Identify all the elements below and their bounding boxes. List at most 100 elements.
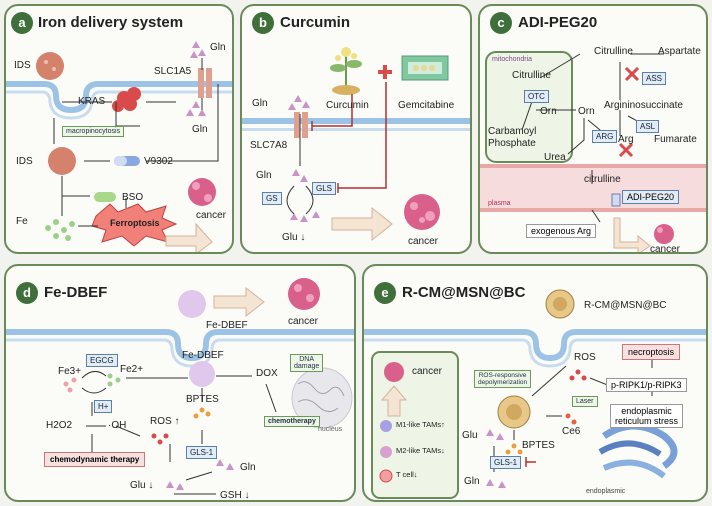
slc7a8-transporter xyxy=(294,112,300,138)
ferroptosis-label: Ferroptosis xyxy=(110,218,160,228)
slc1a5-transporter xyxy=(198,68,204,98)
m2-tam-icon xyxy=(380,446,392,458)
asl-box: ASL xyxy=(636,120,660,133)
citrulline-mito: Citrulline xyxy=(512,70,551,81)
panel-a-title: Iron delivery system xyxy=(38,14,184,31)
aspartate-label: Aspartate xyxy=(658,46,701,57)
fumarate-label: Fumarate xyxy=(654,134,697,145)
kras-protein xyxy=(112,87,141,112)
fe2-label: Fe2+ xyxy=(120,364,144,375)
fe-dbef-particle-top xyxy=(178,290,206,318)
citrulline-top: Citrulline xyxy=(594,46,633,57)
ce6-dots xyxy=(565,413,577,425)
gls1-box-d: GLS-1 xyxy=(186,446,218,459)
argininosuccinate-label: Argininosuccinate xyxy=(604,100,683,111)
bso-capsule xyxy=(94,192,116,202)
slc7a8-label: SLC7A8 xyxy=(250,140,288,151)
glu-label-d: Glu ↓ xyxy=(130,480,154,491)
fe2-dots xyxy=(107,373,121,387)
m1-label: M1-like TAMs↑ xyxy=(396,420,445,429)
panel-c-graphics xyxy=(480,51,706,252)
arg-enzyme-box: ARG xyxy=(592,130,618,143)
depoly-line1: ROS-responsive xyxy=(478,372,527,379)
dox-label: DOX xyxy=(256,368,278,379)
cancer-label-b: cancer xyxy=(408,236,439,247)
bptes-label-e: BPTES xyxy=(522,440,555,451)
gln-label-mid: Gln xyxy=(192,124,208,135)
curcumin-label: Curcumin xyxy=(326,100,369,111)
ros-dots-e xyxy=(569,369,587,381)
panel-b-title: Curcumin xyxy=(280,14,351,31)
panel-e-graphics xyxy=(364,289,706,499)
mitochondria-compartment xyxy=(485,51,573,163)
panel-a-badge: a xyxy=(11,12,33,34)
curcumin-plant xyxy=(330,47,362,95)
cancer-cell-a xyxy=(188,178,216,206)
mitochondria-label: mitochondria xyxy=(492,56,533,63)
panel-d-title: Fe-DBEF xyxy=(44,284,108,301)
tcell-label: T cell↓ xyxy=(396,470,418,479)
panel-a-graphics xyxy=(6,41,232,252)
gsh-label: GSH ↓ xyxy=(220,490,250,501)
cancer-label-c: cancer xyxy=(650,244,681,254)
ids-label-mid: IDS xyxy=(16,156,33,167)
fe-label: Fe xyxy=(16,216,28,227)
panel-b-graphics xyxy=(242,47,470,242)
chemodynamic-box: chemodynamic therapy xyxy=(44,452,146,467)
cancer-cell-d xyxy=(288,278,320,310)
er-stress-box: endoplasmic reticulum stress xyxy=(610,404,684,428)
cancer-label-a: cancer xyxy=(196,210,227,221)
ros-dots xyxy=(151,433,169,445)
gs-box: GS xyxy=(262,192,282,205)
dna-damage-line2: damage xyxy=(294,363,320,370)
dna-damage-line1: DNA xyxy=(299,356,315,363)
cancer-label-e: cancer xyxy=(412,366,443,377)
fe-particles xyxy=(45,219,75,241)
orn-out-label: Orn xyxy=(578,106,595,117)
panel-b: b Curcumin Curcumin Gemcitabine Gln SLC7… xyxy=(240,4,472,254)
nucleus-label: nucleus xyxy=(318,426,343,433)
depoly-line2: depolymerization xyxy=(478,379,528,386)
ids-particle-mid xyxy=(48,147,76,175)
panel-a: a Iron delivery system IDS Gln SLC1A5 KR… xyxy=(4,4,234,254)
arg-label: Arg xyxy=(618,134,634,145)
depoly-box: ROS-responsive depolymerization xyxy=(474,370,532,388)
chemotherapy-box: chemotherapy xyxy=(264,416,320,427)
kras-label: KRAS xyxy=(78,96,106,107)
panel-d-graphics xyxy=(6,278,354,495)
gls1-box-e: GLS-1 xyxy=(490,456,522,469)
v9302-label: V9302 xyxy=(144,156,173,167)
citrulline-bot: citrulline xyxy=(584,174,621,185)
pripk-box: p-RIPK1/p-RIPK3 xyxy=(606,378,687,392)
arg-block-x xyxy=(618,142,634,158)
fe-dbef-label-mid: Fe-DBEF xyxy=(182,350,224,361)
fe-dbef-particle-mid xyxy=(189,361,215,387)
gls-box: GLS xyxy=(312,182,337,195)
gln-label-d: Gln xyxy=(240,462,256,473)
gln-label-b-top: Gln xyxy=(252,98,268,109)
syringe-icon xyxy=(611,193,621,207)
orn-mito-label: Orn xyxy=(540,106,557,117)
cancer-cell-b xyxy=(404,194,440,230)
gemcitabine-box xyxy=(401,55,449,81)
panel-c: c ADI-PEG20 mitochondria Citrulline Aspa… xyxy=(478,4,708,254)
bptes-dots xyxy=(193,407,211,419)
panel-b-badge: b xyxy=(252,12,274,34)
panel-d-badge: d xyxy=(16,282,38,304)
dna-damage-box: DNA damage xyxy=(290,354,324,372)
slc1a5-label: SLC1A5 xyxy=(154,66,192,77)
ids-particle-top xyxy=(36,52,64,80)
bptes-label: BPTES xyxy=(186,394,219,405)
oh-label: ·OH xyxy=(108,420,127,431)
ferroptosis-burst xyxy=(91,203,178,247)
endoplasmic-reticulum xyxy=(598,422,678,479)
er-line1: endoplasmic xyxy=(621,406,672,416)
hplus-box: H+ xyxy=(94,400,113,413)
ass-block-x xyxy=(624,66,640,82)
laser-box: Laser xyxy=(572,396,598,407)
tcell-icon xyxy=(379,469,393,483)
panel-e: e R-CM@MSN@BC R-CM@MSN@BC cancer M1-like… xyxy=(362,264,708,502)
cancer-label-d: cancer xyxy=(288,316,319,327)
bso-label: BSO xyxy=(122,192,144,203)
m2-label: M2-like TAMs↓ xyxy=(396,446,445,455)
